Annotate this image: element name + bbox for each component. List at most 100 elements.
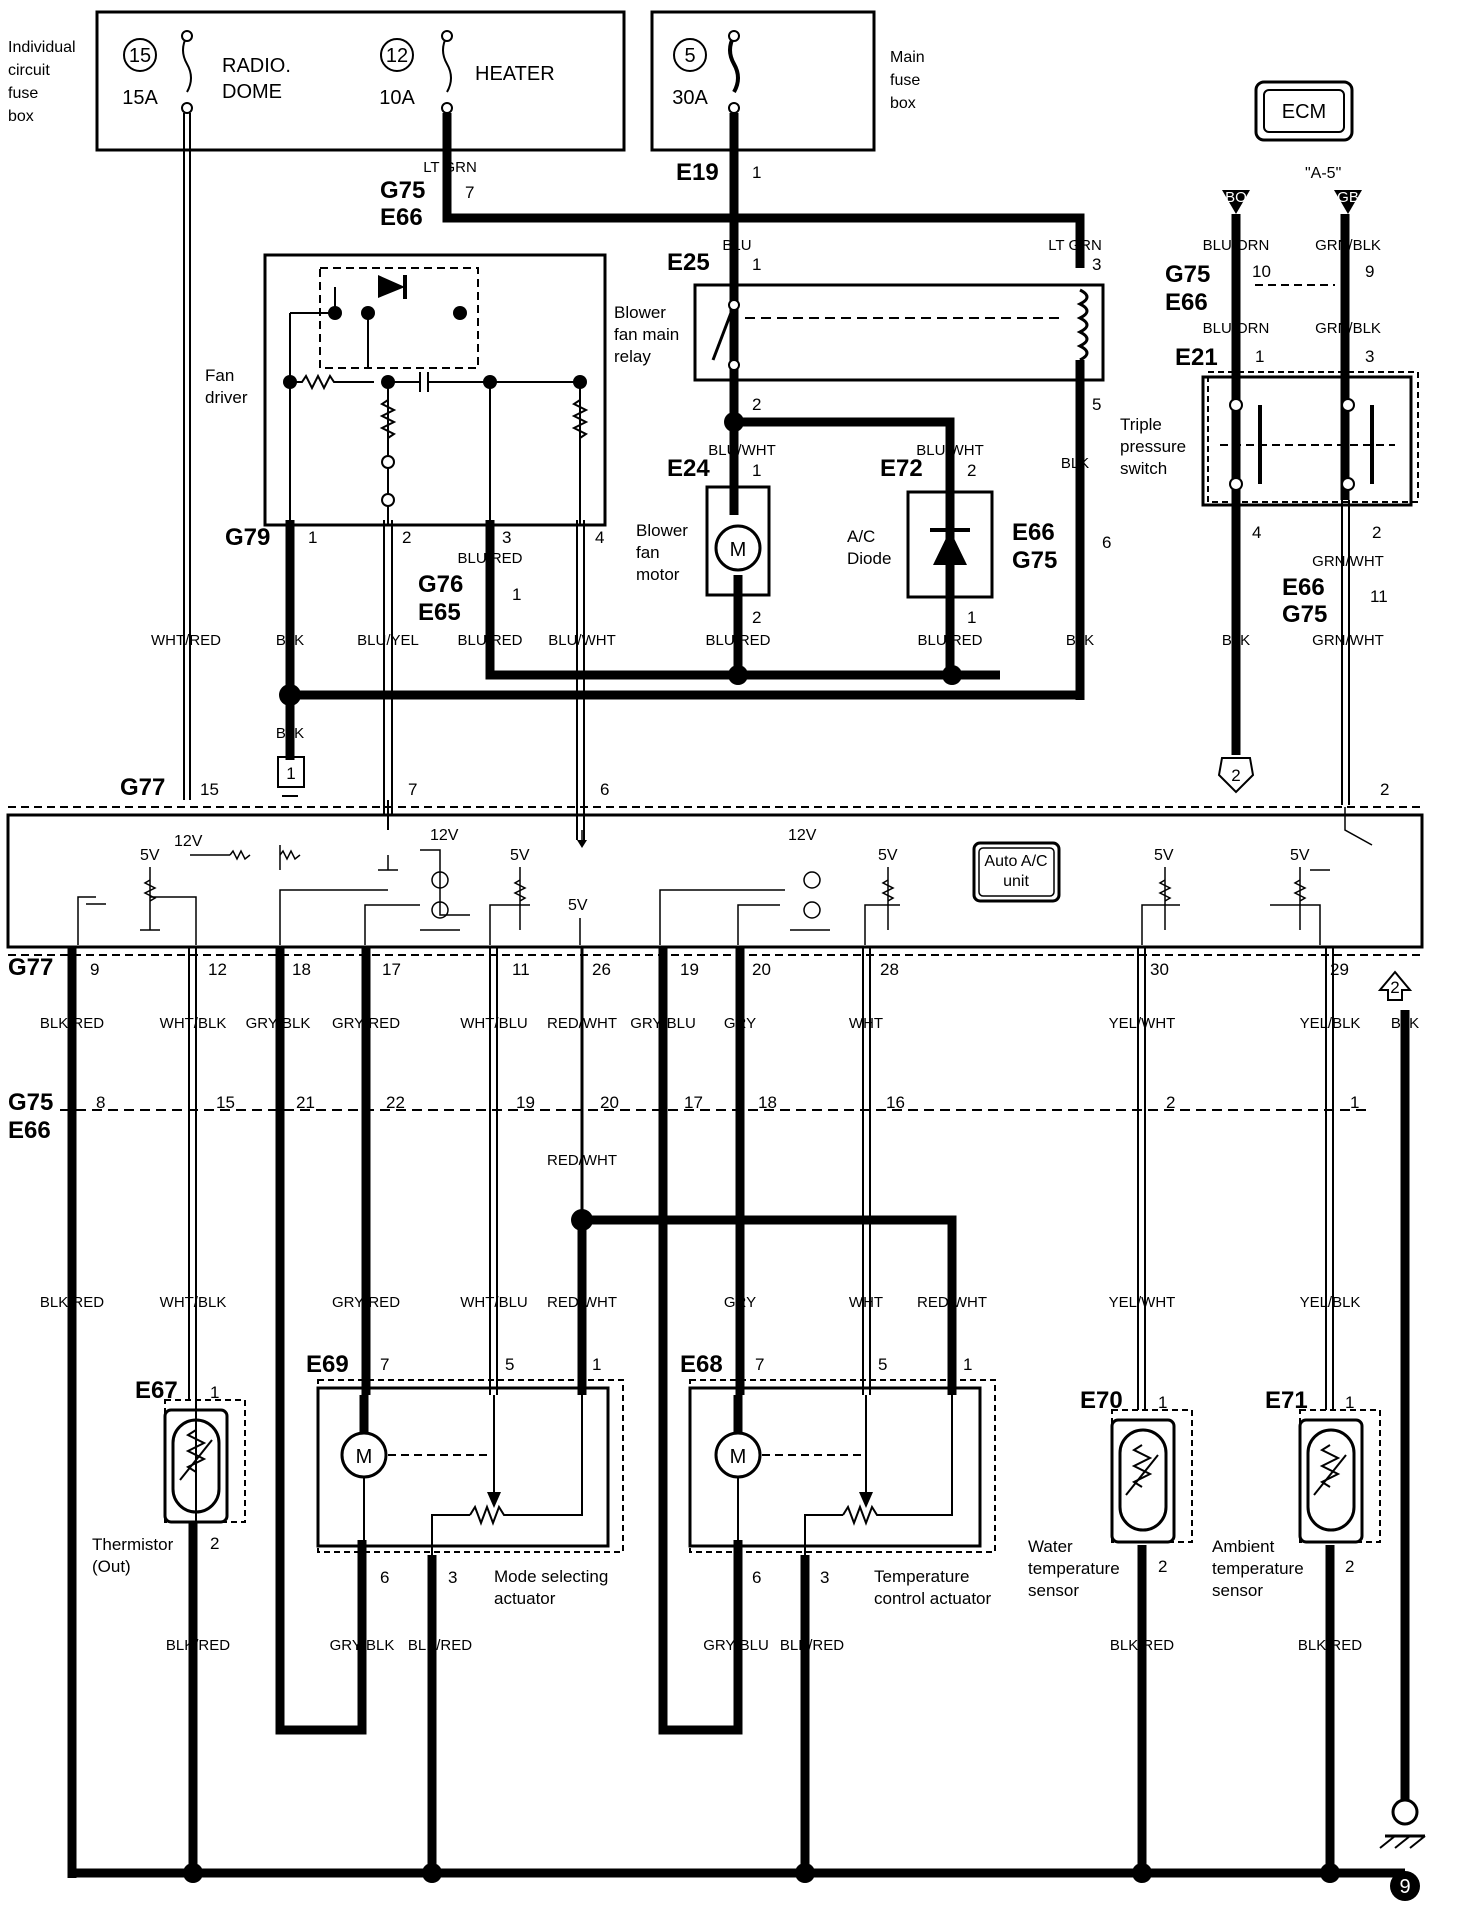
pin-g75-19: 19 — [516, 1093, 535, 1112]
connector-e68: E68 — [680, 1351, 723, 1378]
pin-g77-12: 12 — [208, 960, 227, 979]
pin-g75-16: 16 — [886, 1093, 905, 1112]
mode-actuator-label-1: Mode selecting — [494, 1567, 608, 1586]
wire-labels-row3: BLK/RED GRY/BLK BLK/RED GRY/BLU BLK/RED … — [166, 1637, 1362, 1654]
v12-label-3: 12V — [788, 827, 817, 844]
wire-blu: BLU — [722, 237, 751, 254]
mode-actuator-e69: M E69 7 5 1 6 3 Mode selecting actuator — [306, 1351, 624, 1608]
connector-e65: E65 — [418, 599, 461, 626]
fuse12-rating: 10A — [379, 87, 415, 109]
pin-g75-10: 10 — [1252, 262, 1271, 281]
wire-wht-blk-r1: WHT/BLK — [160, 1015, 227, 1032]
pin-g75-7: 7 — [465, 183, 474, 202]
connector-e24: E24 — [667, 455, 710, 482]
pin-e66-6: 6 — [1102, 533, 1111, 552]
connector-g75-top: G75 — [380, 177, 425, 204]
ambient-sensor-e71: E71 1 2 Ambient temperature sensor — [1212, 1387, 1381, 1600]
wire-wht-r2: WHT — [849, 1294, 883, 1311]
ground-number: 9 — [1399, 1876, 1410, 1898]
pin-e21-3: 3 — [1365, 347, 1374, 366]
fuse12-number: 12 — [386, 45, 408, 67]
ac-diode-label-1: A/C — [847, 527, 875, 546]
pin-e21-1: 1 — [1255, 347, 1264, 366]
wire-blu-orn-1: BLU/ORN — [1203, 237, 1270, 254]
blower-relay-label-1: Blower — [614, 303, 666, 322]
v5-label-6: 5V — [1290, 847, 1310, 864]
bottom-wires — [67, 947, 1410, 1883]
wire-labels-row1: BLK/RED WHT/BLK GRY/BLK GRY/RED WHT/BLU … — [40, 1015, 1419, 1032]
fuse15-name2: DOME — [222, 81, 282, 103]
temp-actuator-label-2: control actuator — [874, 1589, 992, 1608]
wire-wht-r1: WHT — [849, 1015, 883, 1032]
wire-blu-red-fd: BLU/RED — [457, 550, 522, 567]
connector-g75-bottom: G75 — [8, 1089, 53, 1116]
mode-actuator-label-2: actuator — [494, 1589, 556, 1608]
fuse15-rating: 15A — [122, 87, 158, 109]
wire-wht-blu-r2: WHT/BLU — [460, 1294, 528, 1311]
main-fuse-label-2: fuse — [890, 72, 920, 89]
pin-g75-9: 9 — [1365, 262, 1374, 281]
ground-point-9: 9 — [1379, 1798, 1426, 1901]
connector-g79: G79 — [225, 524, 270, 551]
pin-g77-28: 28 — [880, 960, 899, 979]
ecm-ref: "A-5" — [1305, 165, 1341, 182]
main-fuse-label-1: Main — [890, 49, 925, 66]
wire-blu-wht-fd: BLU/WHT — [548, 632, 616, 649]
pin-g77-20: 20 — [752, 960, 771, 979]
pin-e69-7: 7 — [380, 1355, 389, 1374]
fuse15-name1: RADIO. — [222, 55, 291, 77]
wire-wht-red: WHT/RED — [151, 632, 221, 649]
connector-g75-mid: G75 — [1012, 547, 1057, 574]
fuse5-rating: 30A — [672, 87, 708, 109]
wire-labels-row2: BLK/RED WHT/BLK GRY/RED WHT/BLU RED/WHT … — [40, 1294, 1361, 1311]
fan-driver-label-1: Fan — [205, 366, 234, 385]
pin-g75-15: 15 — [216, 1093, 235, 1112]
pin-g79-4: 4 — [595, 528, 604, 547]
water-sensor-label-3: sensor — [1028, 1581, 1079, 1600]
fuse12-name: HEATER — [475, 63, 555, 85]
wire-yel-wht-r2: YEL/WHT — [1109, 1294, 1176, 1311]
blower-relay: E25 1 3 2 5 Blower fan main relay — [614, 249, 1105, 414]
pin-g77-15: 15 — [200, 780, 219, 799]
pin-e69-1: 1 — [592, 1355, 601, 1374]
individual-label-4: box — [8, 108, 34, 125]
connector-e71: E71 — [1265, 1387, 1308, 1414]
connector-g77-top: G77 — [120, 774, 165, 801]
pin-e25-3: 3 — [1092, 255, 1101, 274]
triple-switch-label-1: Triple — [1120, 415, 1162, 434]
ac-diode: E72 2 1 A/C Diode — [847, 455, 994, 640]
pin-e68-5: 5 — [878, 1355, 887, 1374]
v5-label-2: 5V — [510, 847, 530, 864]
blower-relay-label-3: relay — [614, 347, 651, 366]
pin-e19-1: 1 — [752, 163, 761, 182]
wire-gry-blk-r3: GRY/BLK — [330, 1637, 395, 1654]
pin-e21-4: 4 — [1252, 523, 1261, 542]
connector-e69: E69 — [306, 1351, 349, 1378]
blower-motor: M E24 1 2 Blower fan motor — [636, 455, 771, 640]
wire-wht-blu-r1: WHT/BLU — [460, 1015, 528, 1032]
pin-g76-1: 1 — [512, 585, 521, 604]
pin-e25-2: 2 — [752, 395, 761, 414]
blower-motor-label-3: motor — [636, 565, 680, 584]
g77-bottom-labels: G77 9 12 18 17 11 26 19 20 28 30 29 — [8, 954, 1349, 981]
mode-actuator-m: M — [356, 1446, 373, 1468]
pin-e67-1: 1 — [210, 1383, 219, 1402]
v5-label-5: 5V — [1154, 847, 1174, 864]
pin-e24-1: 1 — [752, 461, 761, 480]
wire-blk-relay: BLK — [1061, 455, 1089, 472]
connector-e66-ecm: E66 — [1165, 289, 1208, 316]
wire-blk-tps: BLK — [1222, 632, 1250, 649]
wire-blk-red-r3c: BLK/RED — [780, 1637, 844, 1654]
pin-g79-2: 2 — [402, 528, 411, 547]
pin-e69-5: 5 — [505, 1355, 514, 1374]
wire-grn-wht-1: GRN/WHT — [1312, 553, 1384, 570]
individual-label-1: Individual — [8, 39, 76, 56]
ref-arrow-2-top-num: 2 — [1231, 766, 1240, 785]
pin-g77-26: 26 — [592, 960, 611, 979]
ref-arrow-2-bottom-num: 2 — [1390, 978, 1399, 997]
wire-blk-red-r3a: BLK/RED — [166, 1637, 230, 1654]
ref-arrow-2-bottom: 2 — [1377, 970, 1413, 1001]
ecm-label: ECM — [1282, 101, 1326, 123]
thermistor-label-1: Thermistor — [92, 1535, 174, 1554]
